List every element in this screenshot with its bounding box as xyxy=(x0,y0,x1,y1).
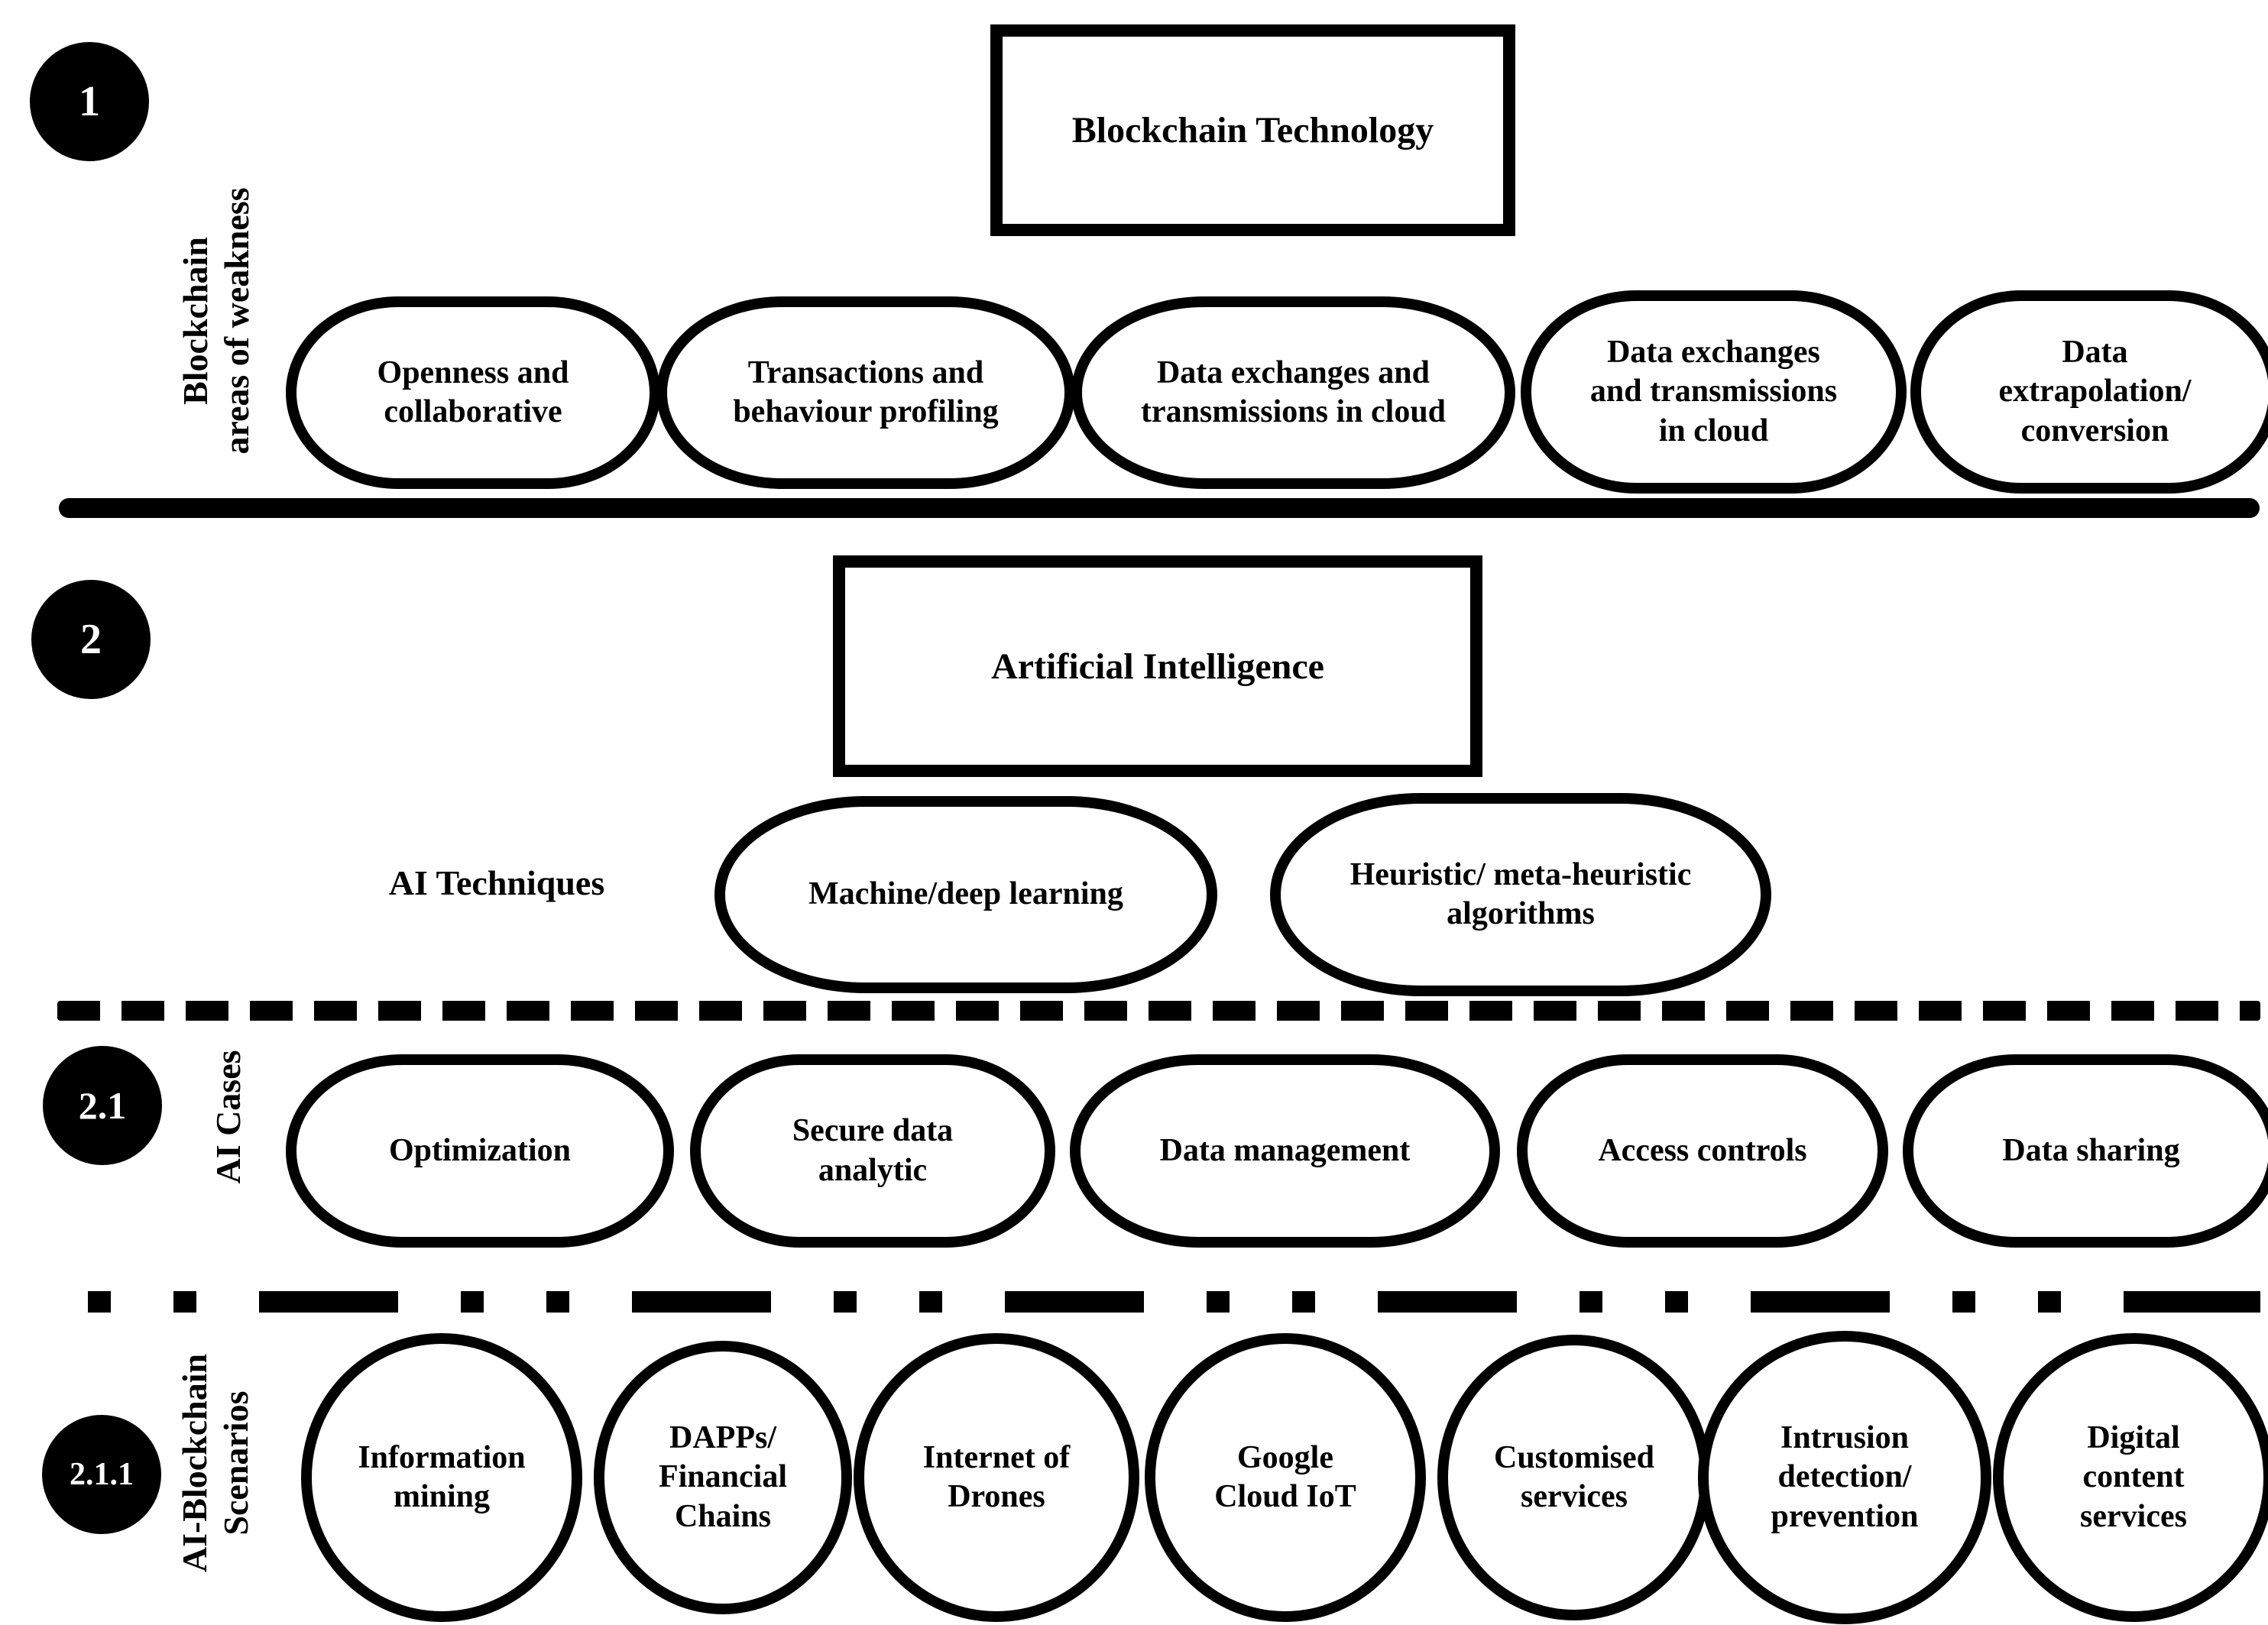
badge-2-1: 2.1 xyxy=(43,1046,162,1165)
pill-machine-deep-learning: Machine/deep learning xyxy=(714,796,1217,993)
badge-1: 1 xyxy=(30,42,149,161)
pill-data-extrapolation-conversion: Data extrapolation/ conversion xyxy=(1910,290,2268,494)
pill-optimization: Optimization xyxy=(286,1054,674,1248)
pill-data-management: Data management xyxy=(1070,1054,1500,1248)
circle-digital-content-services: Digital content services xyxy=(1993,1333,2268,1622)
badge-2-1-1: 2.1.1 xyxy=(42,1415,161,1534)
circle-google-cloud-iot: Google Cloud IoT xyxy=(1145,1333,1426,1622)
circle-information-mining: Information mining xyxy=(301,1333,582,1622)
badge-2: 2 xyxy=(31,580,151,699)
side-label-ai-blockchain-scenarios: AI-Blockchain Scenarios xyxy=(175,1353,256,1573)
circle-customised-services: Customised services xyxy=(1437,1335,1711,1620)
pill-access-controls: Access controls xyxy=(1517,1054,1888,1248)
circle-intrusion-detection-prevention: Intrusion detection/ prevention xyxy=(1698,1331,1991,1624)
box-artificial-intelligence: Artificial Intelligence xyxy=(833,555,1482,777)
circle-internet-of-drones: Internet of Drones xyxy=(854,1333,1139,1622)
pill-transactions-behaviour-profiling: Transactions and behaviour profiling xyxy=(656,296,1075,489)
side-label-blockchain-weakness: Blockchain areas of weakness xyxy=(176,187,257,455)
side-label-ai-cases: AI Cases xyxy=(209,1050,248,1184)
box-blockchain-technology: Blockchain Technology xyxy=(990,24,1515,236)
pill-data-exchanges-cloud-2: Data exchanges and transmissions in clou… xyxy=(1521,290,1907,494)
circle-dapps-financial-chains: DAPPs/ Financial Chains xyxy=(594,1341,852,1614)
pill-heuristic-meta-heuristic: Heuristic/ meta-heuristic algorithms xyxy=(1270,793,1771,996)
divider-dashed xyxy=(57,1001,2260,1021)
label-ai-techniques: AI Techniques xyxy=(388,863,605,902)
divider-solid xyxy=(59,498,2260,518)
pill-secure-data-analytic: Secure data analytic xyxy=(690,1054,1055,1248)
pill-data-sharing: Data sharing xyxy=(1903,1054,2268,1248)
divider-dash-dot xyxy=(57,1291,2260,1313)
pill-data-exchanges-cloud-1: Data exchanges and transmissions in clou… xyxy=(1071,296,1515,489)
pill-openness-collaborative: Openness and collaborative xyxy=(286,296,660,489)
